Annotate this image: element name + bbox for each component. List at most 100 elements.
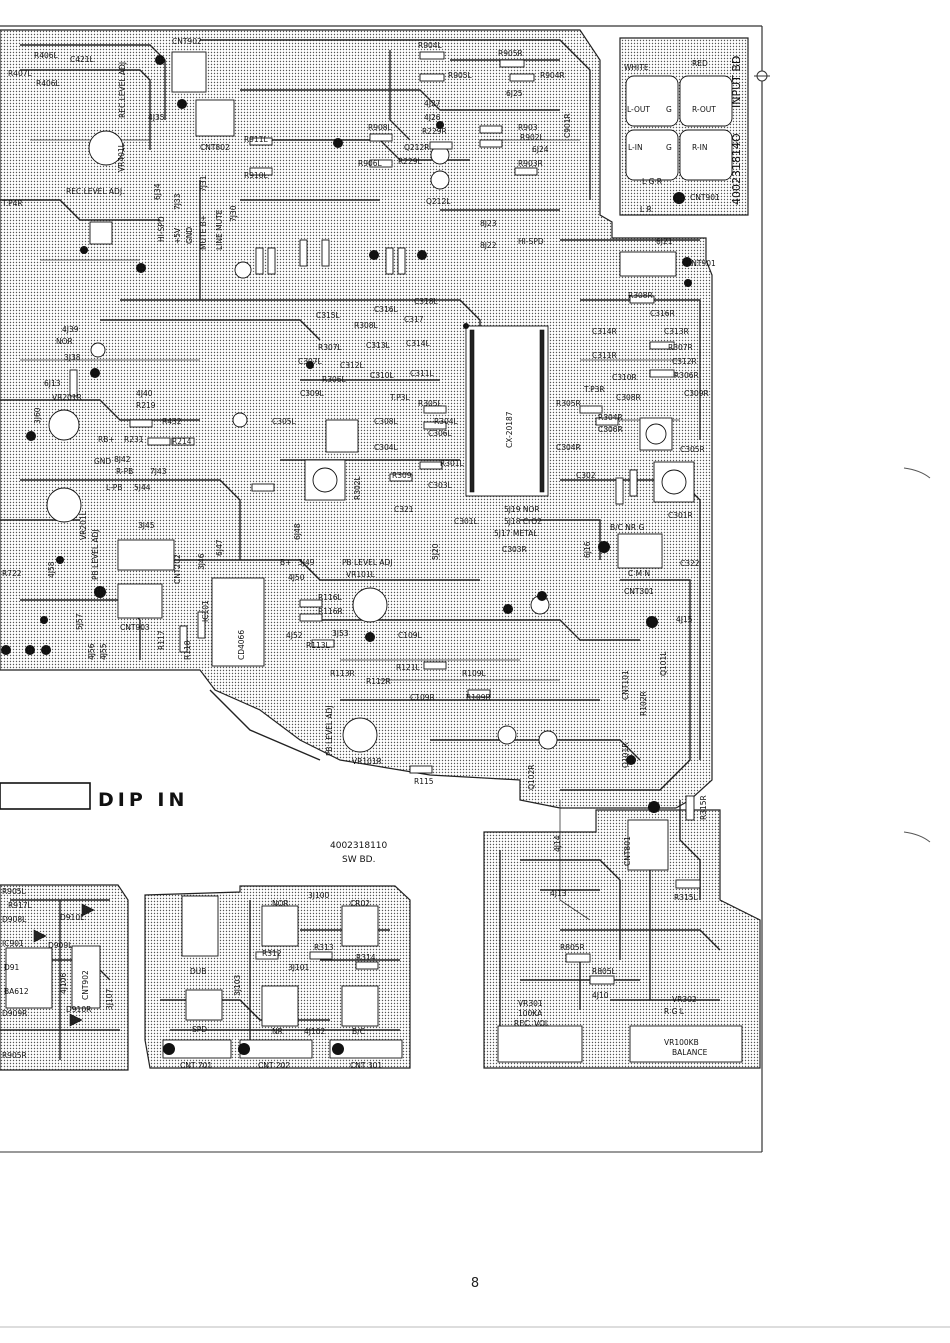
label-5j44: 5J44 [134, 483, 151, 492]
label-r306l: R306L [322, 375, 347, 384]
sw-board-part-no: 4002318110 [330, 841, 388, 851]
label-r805r: R805R [560, 943, 585, 952]
label-c306l: C306L [428, 429, 453, 438]
label-pb-level-2: PB LEVEL ADJ [342, 558, 393, 567]
label-r113r: R113R [330, 669, 355, 678]
label-r-out: R-OUT [692, 105, 716, 114]
mount-hole-icon [754, 70, 770, 82]
label-4j27: 4J27 [424, 99, 441, 108]
label-3j60: 3J60 [33, 407, 42, 424]
label-lb-d909l: D909L [48, 941, 73, 950]
label-6j48: 6J48 [293, 523, 302, 540]
label-r905l: R905L [448, 71, 473, 80]
label-vr301-name: REC. VOL [514, 1019, 550, 1028]
label-5j57: 5J57 [75, 613, 84, 630]
label-r308l: R308L [354, 321, 379, 330]
label-6j34: 6J34 [153, 183, 162, 200]
label-vr302-pins: R G L [664, 1007, 685, 1016]
label-lgr: L G R [642, 177, 662, 186]
label-vr101l: VR101L [346, 570, 376, 579]
vr201l [46, 487, 82, 523]
label-line-mute: LINE MUTE [215, 209, 224, 250]
connector-cnt202-main [117, 539, 175, 571]
label-6j24: 6J24 [532, 145, 549, 154]
label-r905r: R905R [498, 49, 523, 58]
label-r109l: R109L [462, 669, 487, 678]
label-c901r: C901R [563, 113, 572, 138]
label-c302: C302 [576, 471, 596, 480]
label-4j58: 4J58 [47, 561, 56, 578]
label-vr302-name: BALANCE [672, 1048, 708, 1057]
label-c316r: C316R [650, 309, 675, 318]
label-5j20: 5J20 [431, 543, 440, 560]
ic-cd4066 [211, 577, 265, 667]
page-number: 8 [470, 1276, 480, 1291]
label-lb-cnt902: CNT902 [81, 970, 90, 1000]
label-cmn: C M N [628, 569, 650, 578]
label-cnt901-input: CNT901 [690, 193, 720, 202]
label-r117: R117 [157, 630, 166, 650]
label-r432: R432 [162, 417, 182, 426]
label-lb-3j107: 3J107 [105, 988, 114, 1010]
label-bc-nr-g: B/C NR G [610, 523, 644, 532]
trimmer-l302 [325, 419, 359, 453]
label-cnt801: CNT801 [623, 836, 632, 866]
connector-cnt903 [117, 583, 163, 619]
label-vr201l: VR201L [79, 510, 88, 540]
jack-l-out [625, 75, 679, 127]
label-sw-bc: B/C [352, 1027, 365, 1036]
trimmer-t401 [89, 221, 113, 245]
label-tp4r: T.P4R [1, 199, 23, 208]
label-r902l: R902L [520, 133, 545, 142]
label-vr401l: VR401L [117, 142, 126, 172]
label-sw-nor: NOR [272, 899, 289, 908]
label-lb-d909r: D909R [2, 1009, 27, 1018]
trimmer-l302r [639, 417, 673, 451]
label-r219: R219 [136, 401, 156, 410]
label-r911l: R911L [244, 135, 269, 144]
label-lb-d908l: D908L [2, 915, 27, 924]
label-cnt902: CNT902 [172, 37, 202, 46]
label-r113l: R113L [306, 641, 331, 650]
label-6j25: 6J25 [506, 89, 523, 98]
label-tp3r: T.P3R [583, 385, 605, 394]
label-3j38: 3J38 [64, 353, 81, 362]
label-pb-level-3: PB LEVEL ADJ [325, 705, 334, 756]
binding-mark-1 [903, 467, 931, 479]
label-c311l: C311L [410, 369, 435, 378]
connector-cnt902 [171, 51, 207, 93]
jack-l-in [625, 129, 679, 181]
label-r118: R118 [183, 640, 192, 660]
label-cnt202: CNT202 [173, 554, 182, 584]
label-c301l: C301L [454, 517, 479, 526]
label-8j22: 8J22 [480, 241, 497, 250]
label-mute: MUTE B+ [199, 215, 208, 250]
label-c308l: C308L [374, 417, 399, 426]
ic-cx20187-pins [469, 329, 545, 493]
label-4j56: 4J56 [87, 643, 96, 660]
label-r302l: R302L [353, 475, 362, 500]
label-g-out: G [666, 105, 672, 114]
label-cnt301: CNT301 [624, 587, 654, 596]
input-board-part-no: 400231814O [730, 133, 743, 205]
label-lb-d910l: D910L [60, 913, 85, 922]
label-r-pb: R-PB [116, 467, 133, 476]
label-4j13: 4J13 [550, 889, 567, 898]
label-vr201r: VR201R [52, 393, 82, 402]
label-q212l: Q212L [426, 197, 451, 206]
label-7j33: 7J33 [173, 193, 182, 210]
label-cnt901: CNT901 [686, 259, 716, 268]
label-sw-4j102: 4J102 [304, 1027, 326, 1036]
label-4j15: 4J15 [676, 615, 693, 624]
label-r214: R214 [172, 437, 192, 446]
sw-board-switches [162, 895, 403, 1059]
binding-mark-2 [903, 831, 931, 843]
label-r109r: R109R [466, 693, 491, 702]
label-r906l: R906L [358, 159, 383, 168]
label-sw-cnt301: CNT 301 [350, 1061, 382, 1070]
label-lb-d91: D91 [4, 963, 20, 972]
label-sw-r313: R313 [314, 943, 334, 952]
label-sw-3j100: 3J100 [308, 891, 330, 900]
label-4j50: 4J50 [288, 573, 305, 582]
label-cx20187: CX-20187 [505, 411, 514, 448]
